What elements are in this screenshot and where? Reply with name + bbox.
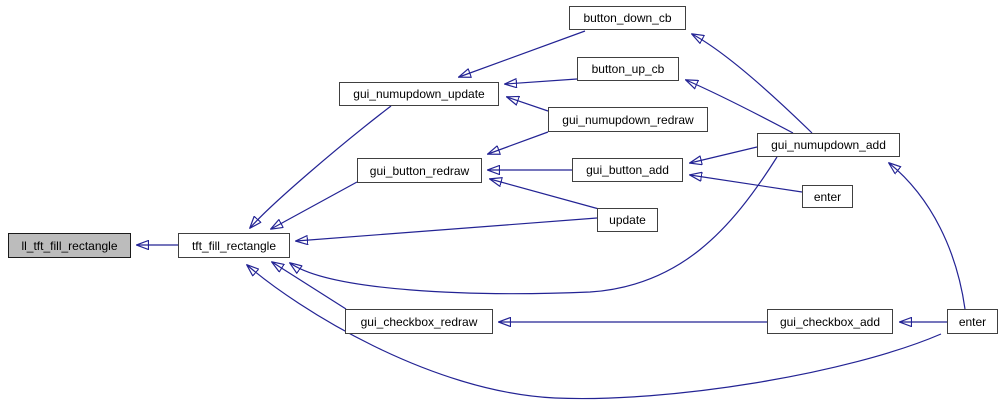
edge-button_down_cb-to-gui_numupdown_update: [459, 30, 586, 77]
node-gui-numupdown-update[interactable]: gui_numupdown_update: [339, 82, 499, 106]
node-gui-numupdown-redraw[interactable]: gui_numupdown_redraw: [548, 107, 708, 132]
node-enter-bottom[interactable]: enter: [947, 309, 998, 334]
edge-gui_numupdown_redraw-to-gui_numupdown_update: [507, 97, 549, 112]
edge-gui_numupdown_update-to-tft_fill_rectangle: [250, 105, 392, 228]
edge-enter_mid-to-gui_button_add: [690, 175, 803, 193]
node-enter-mid[interactable]: enter: [802, 185, 853, 208]
edge-enter_bottom-to-gui_numupdown_add: [889, 163, 966, 310]
edge-update-to-tft_fill_rectangle: [296, 217, 598, 241]
edge-gui_button_redraw-to-tft_fill_rectangle: [271, 181, 358, 229]
node-button-up-cb[interactable]: button_up_cb: [577, 57, 679, 81]
edge-update-to-gui_button_redraw: [490, 179, 600, 210]
edge-gui_numupdown_add-to-button_down_cb: [692, 34, 813, 134]
node-tft-fill-rectangle[interactable]: tft_fill_rectangle: [178, 233, 290, 258]
node-ll-tft-fill-rectangle[interactable]: ll_tft_fill_rectangle: [8, 233, 131, 258]
edge-enter_bottom-to-tft_fill_rectangle: [247, 265, 942, 400]
edge-gui_numupdown_add-to-button_up_cb: [686, 80, 794, 134]
node-button-down-cb[interactable]: button_down_cb: [569, 6, 686, 30]
node-gui-button-redraw[interactable]: gui_button_redraw: [357, 158, 482, 183]
edge-gui_numupdown_add-to-gui_button_add: [690, 146, 758, 163]
node-gui-checkbox-add[interactable]: gui_checkbox_add: [767, 309, 893, 334]
edge-gui_numupdown_redraw-to-gui_button_redraw: [488, 131, 549, 154]
node-gui-numupdown-add[interactable]: gui_numupdown_add: [757, 133, 900, 157]
edge-gui_checkbox_redraw-to-tft_fill_rectangle: [272, 262, 347, 310]
edge-gui_numupdown_add-to-tft_fill_rectangle: [290, 156, 778, 295]
edge-button_up_cb-to-gui_numupdown_update: [505, 79, 578, 84]
node-gui-button-add[interactable]: gui_button_add: [572, 158, 683, 182]
node-update[interactable]: update: [597, 208, 658, 232]
node-gui-checkbox-redraw[interactable]: gui_checkbox_redraw: [345, 309, 493, 334]
